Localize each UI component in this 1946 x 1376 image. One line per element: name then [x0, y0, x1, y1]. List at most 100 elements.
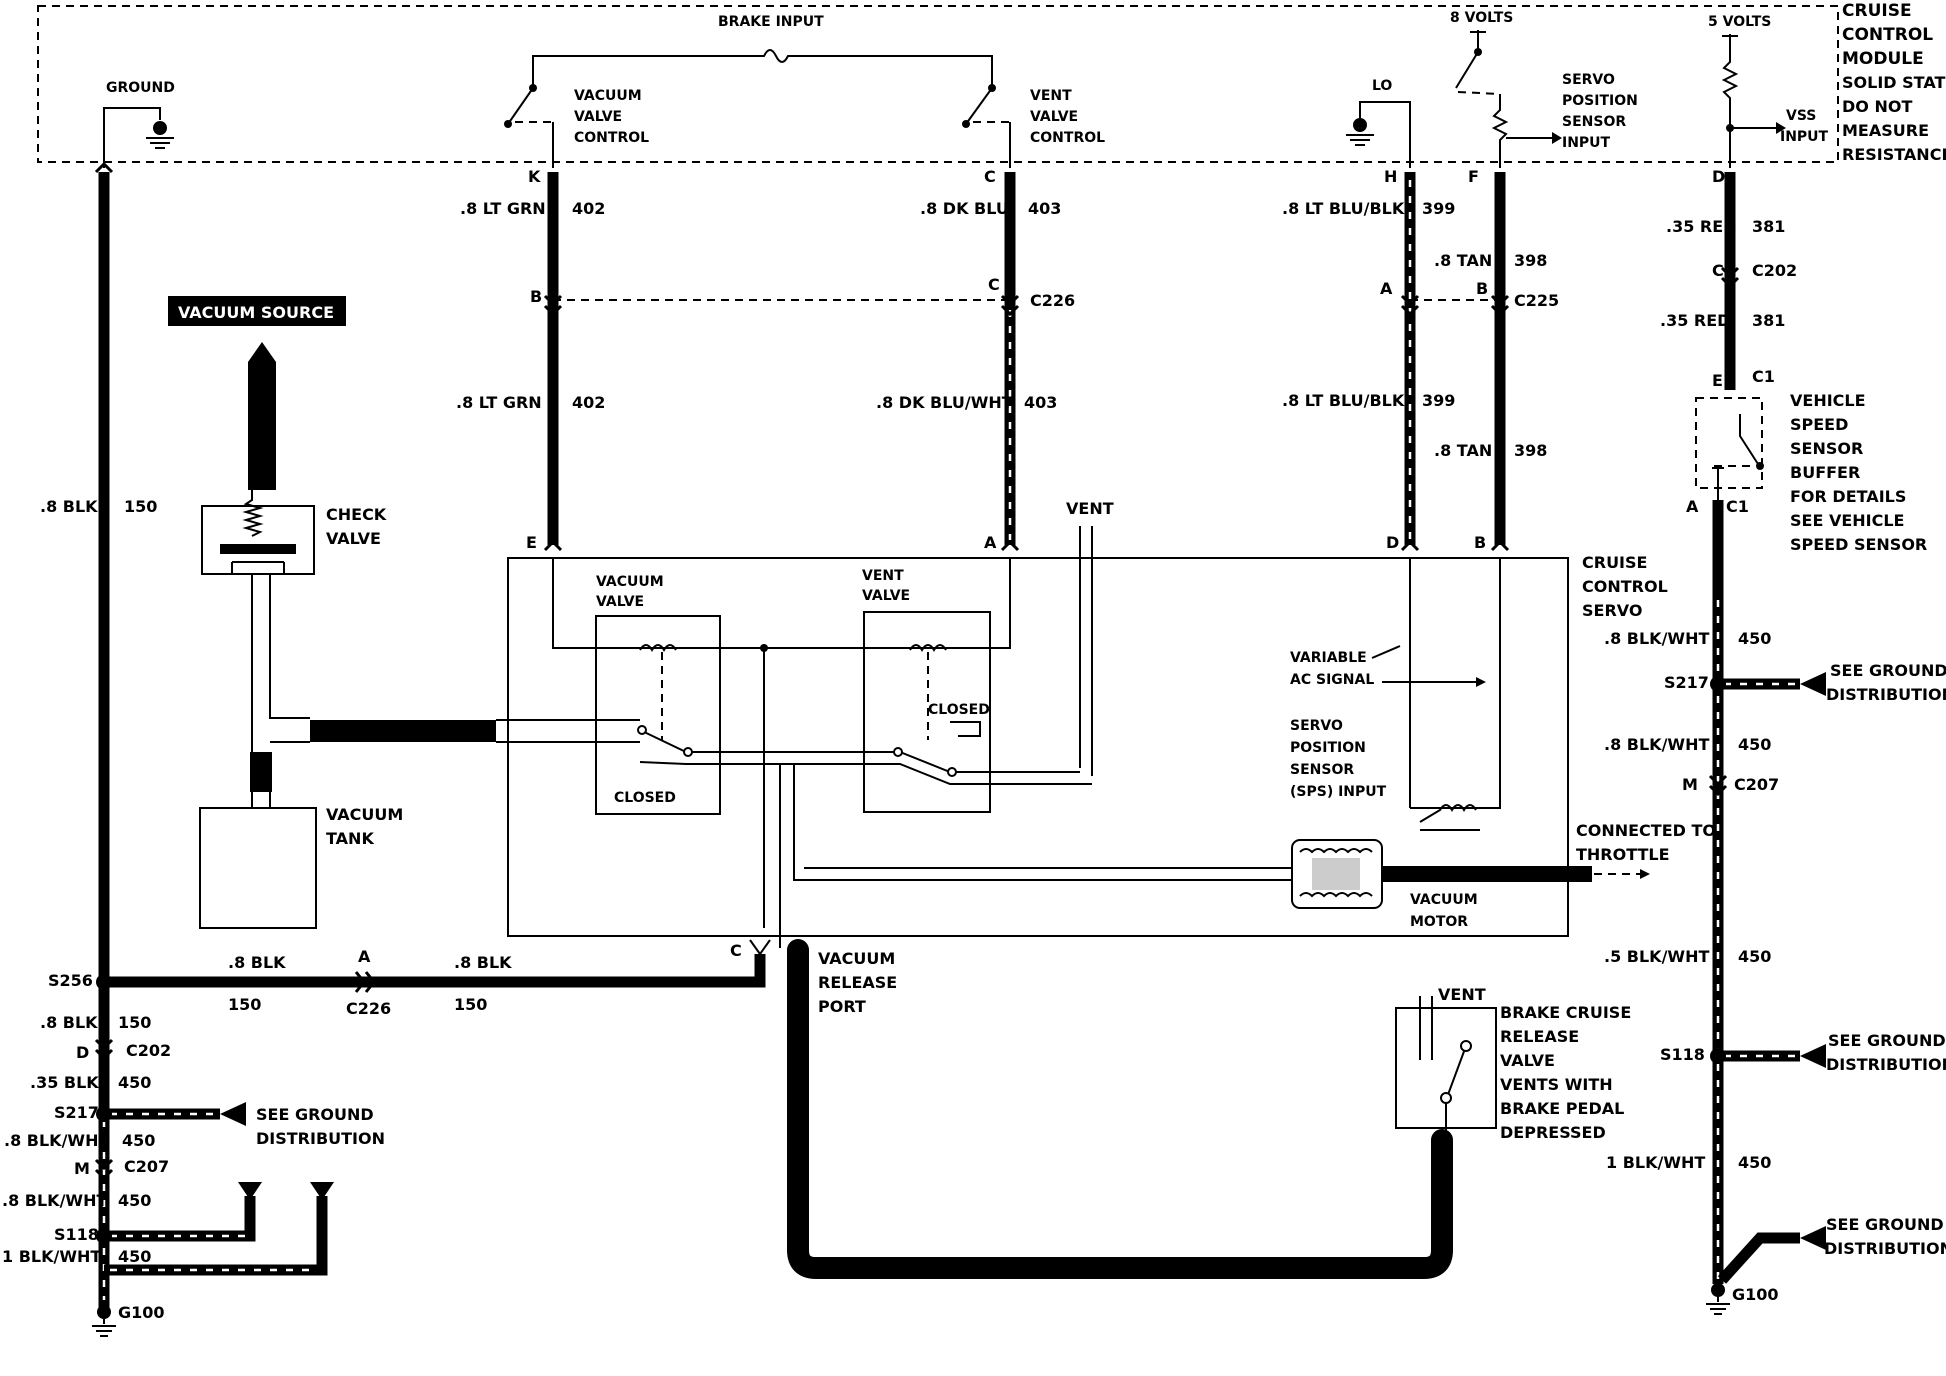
vacuum-valve-control-1: VACUUM	[574, 88, 642, 104]
servo-pin-e-arrow	[543, 539, 563, 552]
throttle-arrow	[1640, 869, 1650, 879]
linkage-pivot-1	[637, 725, 647, 735]
vss-buffer-2: SPEED	[1790, 415, 1848, 434]
brake-vent-label: VENT	[1438, 985, 1486, 1004]
vss-buffer-switch	[1739, 414, 1759, 465]
gd-right-b1: SEE GROUND	[1828, 1031, 1946, 1050]
vent-valve-1: VENT	[862, 568, 904, 584]
w398a-circuit: 398	[1514, 251, 1547, 270]
sps-coil	[1419, 804, 1480, 831]
servo-coil-wiring	[552, 558, 1011, 649]
lo-ground-icon	[1346, 134, 1374, 146]
sps-input-1: SERVO	[1562, 72, 1615, 88]
w402a-circuit: 402	[572, 199, 605, 218]
g100-left-ground-icon	[92, 1318, 116, 1337]
w381a-color: .35 RED	[1666, 217, 1736, 236]
w450-r4-circuit: 450	[1738, 1153, 1771, 1172]
vss-note-1: FOR DETAILS	[1790, 487, 1906, 506]
vacuum-switch-arm	[507, 87, 534, 125]
vss-input-1: VSS	[1786, 108, 1816, 124]
servo-pin-a-arrow	[1000, 539, 1020, 552]
w402b-color: .8 LT GRN	[456, 393, 542, 412]
vacuum-supply-hose	[310, 720, 496, 742]
vent-valve-body	[863, 611, 991, 813]
pin-d-c202: D	[76, 1043, 89, 1062]
w403a-circuit: 403	[1028, 199, 1061, 218]
vacuum-valve-body	[595, 615, 721, 815]
vacuum-release-group: VACUUM RELEASE PORT VENT BRAKE CRUISE RE…	[787, 939, 1631, 1279]
vent-valve-coil	[909, 644, 947, 652]
splice-s118-left	[96, 1228, 112, 1244]
gd-right-c1: SEE GROUND	[1826, 1215, 1944, 1234]
check-valve-disc	[220, 544, 296, 554]
vss-pullup-resistor	[1721, 34, 1739, 168]
brake-input-line	[532, 49, 993, 88]
w398a-color: .8 TAN	[1434, 251, 1492, 270]
module-outline	[37, 5, 1839, 163]
c202-chevron-right	[1720, 266, 1740, 289]
w150-h2-circuit: 150	[454, 995, 487, 1014]
servo-label-1: CRUISE	[1582, 553, 1647, 572]
check-valve-2: VALVE	[326, 529, 381, 548]
brake-input-label: BRAKE INPUT	[718, 14, 824, 30]
closed-right-label: CLOSED	[928, 702, 990, 718]
c226-chevron-402	[543, 294, 563, 317]
pin-c-vent-port: C	[730, 941, 742, 960]
brake-release-valve-1: BRAKE CRUISE	[1500, 1003, 1631, 1022]
check-valve-1: CHECK	[326, 505, 387, 524]
gd-left-1: SEE GROUND	[256, 1105, 374, 1124]
splice-s217-right	[1710, 676, 1726, 692]
connector-labels: B C C226 A B C225 C C202 E C1 A C1 M C20…	[74, 261, 1797, 1178]
pin-b-c225: B	[1476, 279, 1488, 298]
gd-arrow-left-3	[310, 1182, 334, 1200]
splice-s217-left	[96, 1106, 112, 1122]
brake-release-note-2: BRAKE PEDAL	[1500, 1099, 1624, 1118]
tank-hose	[250, 752, 272, 792]
module-title-2: CONTROL	[1842, 25, 1933, 45]
servo-pin-b-arrow	[1490, 539, 1510, 552]
pin-c-c226: C	[988, 275, 1000, 294]
pin-m-c207-right: M	[1682, 775, 1698, 794]
pin-k: K	[528, 167, 541, 186]
w450-l4-circuit: 450	[118, 1247, 151, 1266]
c207-label-right: C207	[1734, 775, 1779, 794]
check-valve-tube	[251, 574, 310, 752]
c225-label: C225	[1514, 291, 1559, 310]
vacuum-tank-2: TANK	[326, 829, 374, 848]
c225-chevron-399	[1400, 294, 1420, 317]
module-note-3: MEASURE	[1842, 121, 1929, 140]
linkage-pivot-4	[947, 767, 957, 777]
brake-release-valve-3: VALVE	[1500, 1051, 1555, 1070]
gd-arrow-left-2	[238, 1182, 262, 1200]
w403a-color: .8 DK BLU	[920, 199, 1009, 218]
servo-port-c-arrow	[749, 939, 771, 956]
w398b-circuit: 398	[1514, 441, 1547, 460]
pin-e-servo: E	[526, 533, 537, 552]
sps-switch-link	[1457, 91, 1501, 95]
w150-main-color: .8 BLK	[40, 497, 98, 516]
vss-note-3: SPEED SENSOR	[1790, 535, 1927, 554]
cruise-control-module: CRUISE CONTROL MODULE SOLID STATE DO NOT…	[37, 1, 1946, 168]
c225-chevron-398	[1490, 294, 1510, 317]
w450-l2-color: .8 BLK/WHT	[4, 1131, 109, 1150]
vacuum-valve-coil	[639, 644, 677, 652]
gd-arrow-right-3	[1800, 1226, 1826, 1250]
lo-ground-dot	[1353, 118, 1367, 132]
splice-s256	[96, 974, 112, 990]
pin-a-c1: A	[1686, 497, 1699, 516]
w398b-color: .8 TAN	[1434, 441, 1492, 460]
sps-input-2: POSITION	[1562, 93, 1638, 109]
c202-chevron-left	[94, 1038, 114, 1061]
w403b-circuit: 403	[1024, 393, 1057, 412]
w450-r3-circuit: 450	[1738, 947, 1771, 966]
vacuum-tank-1: VACUUM	[326, 805, 403, 824]
throttle-rod	[1382, 866, 1592, 882]
module-note-1: SOLID STATE	[1842, 73, 1946, 92]
connected-throttle-2: THROTTLE	[1576, 845, 1670, 864]
vss-input-arrow	[1776, 122, 1786, 134]
tank-neck	[251, 792, 271, 808]
c207-label-left: C207	[124, 1157, 169, 1176]
w150-h1-circuit: 150	[228, 995, 261, 1014]
sps-switch-pivot	[1474, 48, 1482, 56]
